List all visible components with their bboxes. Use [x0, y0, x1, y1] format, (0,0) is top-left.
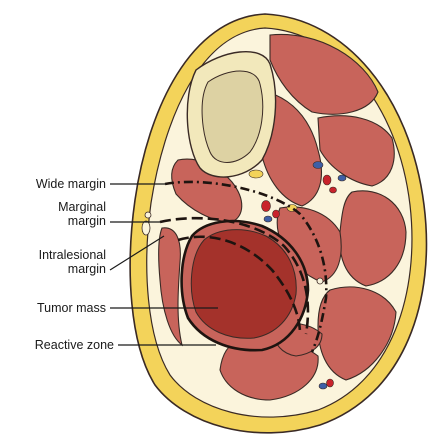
label-marginal-line2: margin — [0, 214, 106, 228]
vein-icon — [319, 383, 327, 389]
label-reactive-zone: Reactive zone — [0, 338, 114, 352]
label-intralesional-margin: Intralesional margin — [0, 248, 106, 276]
vein-icon — [264, 216, 272, 222]
artery-icon — [327, 379, 334, 387]
label-wide-margin: Wide margin — [0, 177, 106, 191]
label-marginal-margin: Marginal margin — [0, 200, 106, 228]
vein-icon — [313, 162, 323, 169]
label-intralesional-line2: margin — [0, 262, 106, 276]
nerve-icon — [249, 170, 263, 178]
vein-icon — [338, 175, 346, 181]
artery-icon — [323, 175, 331, 185]
artery-icon — [273, 210, 280, 218]
label-intralesional-line1: Intralesional — [0, 248, 106, 262]
vessel-small-icon — [317, 278, 323, 284]
artery-icon — [262, 201, 271, 212]
vessel-small-icon — [145, 212, 151, 218]
label-tumor-mass: Tumor mass — [0, 301, 106, 315]
artery-icon — [330, 187, 337, 193]
label-marginal-line1: Marginal — [0, 200, 106, 214]
vessel-small-icon — [142, 221, 150, 235]
